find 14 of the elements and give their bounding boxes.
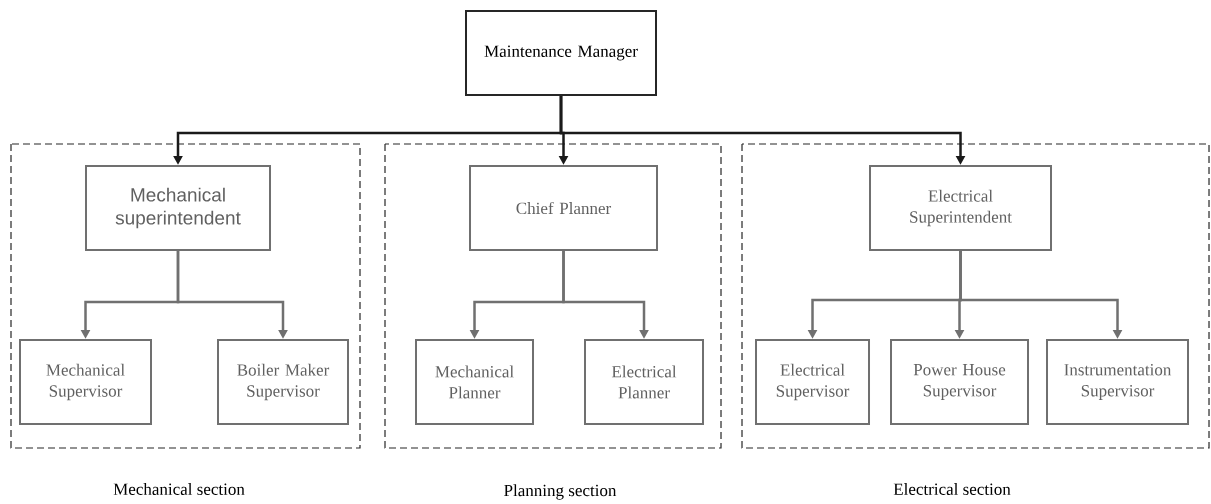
role-box: Chief Planner <box>469 165 658 251</box>
manager-box: Maintenance Manager <box>465 10 657 96</box>
role-box: Electrical Supervisor <box>755 339 870 425</box>
section-label: Planning section <box>504 484 617 500</box>
role-box: Boiler Maker Supervisor <box>217 339 349 425</box>
role-box: Electrical Superintendent <box>869 165 1052 251</box>
section-label: Mechanical section <box>113 483 245 495</box>
role-box: Mechanical superintendent <box>85 165 271 251</box>
section-label: Electrical section <box>893 483 1011 495</box>
role-box: Mechanical Supervisor <box>19 339 152 425</box>
role-box: Mechanical Planner <box>415 339 534 425</box>
role-box: Electrical Planner <box>584 339 704 425</box>
role-box: Instrumentation Supervisor <box>1046 339 1189 425</box>
role-box: Power House Supervisor <box>890 339 1029 425</box>
